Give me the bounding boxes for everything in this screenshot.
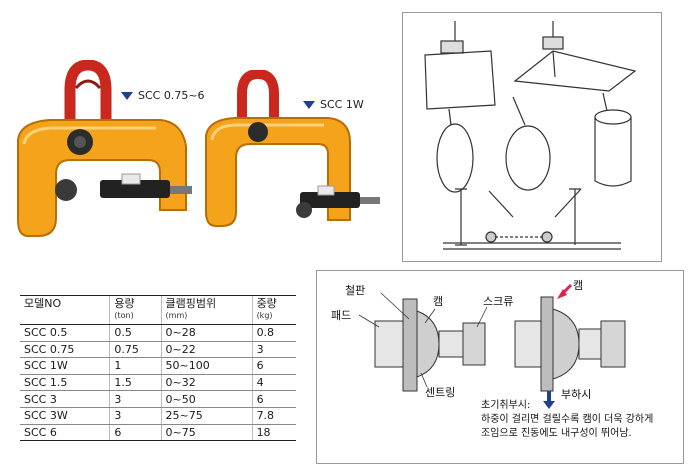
cell-capacity: 0.5 bbox=[109, 324, 162, 342]
cell-model: SCC 6 bbox=[20, 424, 110, 442]
cell-model: SCC 1.5 bbox=[20, 374, 110, 392]
header-weight: 중량(kg) bbox=[251, 295, 296, 325]
cell-capacity: 6 bbox=[109, 424, 162, 442]
cell-range: 0~75 bbox=[160, 424, 253, 442]
header-capacity: 용량(ton) bbox=[109, 295, 162, 325]
cell-range: 0~28 bbox=[160, 324, 253, 342]
cell-range: 0~22 bbox=[160, 341, 253, 359]
cell-capacity: 3 bbox=[109, 390, 162, 408]
cell-model: SCC 0.5 bbox=[20, 324, 110, 342]
label-cam-left: 캠 bbox=[433, 295, 444, 308]
cell-capacity: 1 bbox=[109, 357, 162, 375]
cell-weight: 0.8 bbox=[251, 324, 296, 342]
caption-text: SCC 0.75~6 bbox=[138, 89, 205, 102]
cell-model: SCC 1W bbox=[20, 357, 110, 375]
cell-model: SCC 3W bbox=[20, 407, 110, 425]
label-pad: 패드 bbox=[331, 309, 352, 322]
clamp-photo-scc-075-6 bbox=[17, 60, 192, 237]
cell-capacity: 3 bbox=[109, 407, 162, 425]
clamp-photo-scc-1w bbox=[205, 70, 380, 227]
triangle-marker-icon bbox=[121, 91, 133, 100]
label-screw: 스크류 bbox=[483, 295, 514, 308]
label-load: 부하시 bbox=[561, 388, 592, 401]
cell-weight: 7.8 bbox=[251, 407, 296, 425]
label-cam-right: 캠 bbox=[573, 279, 584, 292]
cell-range: 0~32 bbox=[160, 374, 253, 392]
label-centering: 센트링 bbox=[425, 386, 456, 399]
usage-illustration-panel bbox=[402, 12, 662, 262]
caption-text: SCC 1W bbox=[320, 98, 364, 111]
cell-capacity: 1.5 bbox=[109, 374, 162, 392]
cell-weight: 18 bbox=[251, 424, 296, 442]
label-plate: 철판 bbox=[345, 284, 366, 297]
note-line: 하중이 걸리면 걸릴수록 캠이 더욱 강하게 bbox=[481, 414, 654, 425]
mechanism-diagram-panel: 철판 캠 스크류 캠 패드 센트링 부하시 초기취부시: 하중이 걸리면 걸릴수… bbox=[316, 270, 684, 464]
table-header-row: 모델NO 용량(ton) 클램핑범위(mm) 중량(kg) bbox=[20, 295, 296, 325]
cell-weight: 6 bbox=[251, 357, 296, 375]
header-model: 모델NO bbox=[20, 295, 110, 325]
cell-range: 25~75 bbox=[160, 407, 253, 425]
cell-weight: 4 bbox=[251, 374, 296, 392]
note-line: 초기취부시: bbox=[481, 400, 531, 411]
note-line: 조임으로 진동에도 내구성이 뛰어남. bbox=[481, 428, 632, 439]
cell-range: 50~100 bbox=[160, 357, 253, 375]
cell-weight: 3 bbox=[251, 341, 296, 359]
triangle-marker-icon bbox=[303, 100, 315, 109]
caption-scc-1w: SCC 1W bbox=[303, 98, 364, 111]
cell-range: 0~50 bbox=[160, 390, 253, 408]
usage-sketches bbox=[424, 21, 637, 250]
cell-model: SCC 3 bbox=[20, 390, 110, 408]
cell-model: SCC 0.75 bbox=[20, 341, 110, 359]
header-clamp-range: 클램핑범위(mm) bbox=[160, 295, 253, 325]
mechanism-sketch bbox=[358, 283, 626, 409]
caption-scc-075-6: SCC 0.75~6 bbox=[121, 89, 205, 102]
cell-weight: 6 bbox=[251, 390, 296, 408]
mechanism-note: 초기취부시: 하중이 걸리면 걸릴수록 캠이 더욱 강하게 조임으로 진동에도 … bbox=[481, 399, 653, 441]
cell-capacity: 0.75 bbox=[109, 341, 162, 359]
